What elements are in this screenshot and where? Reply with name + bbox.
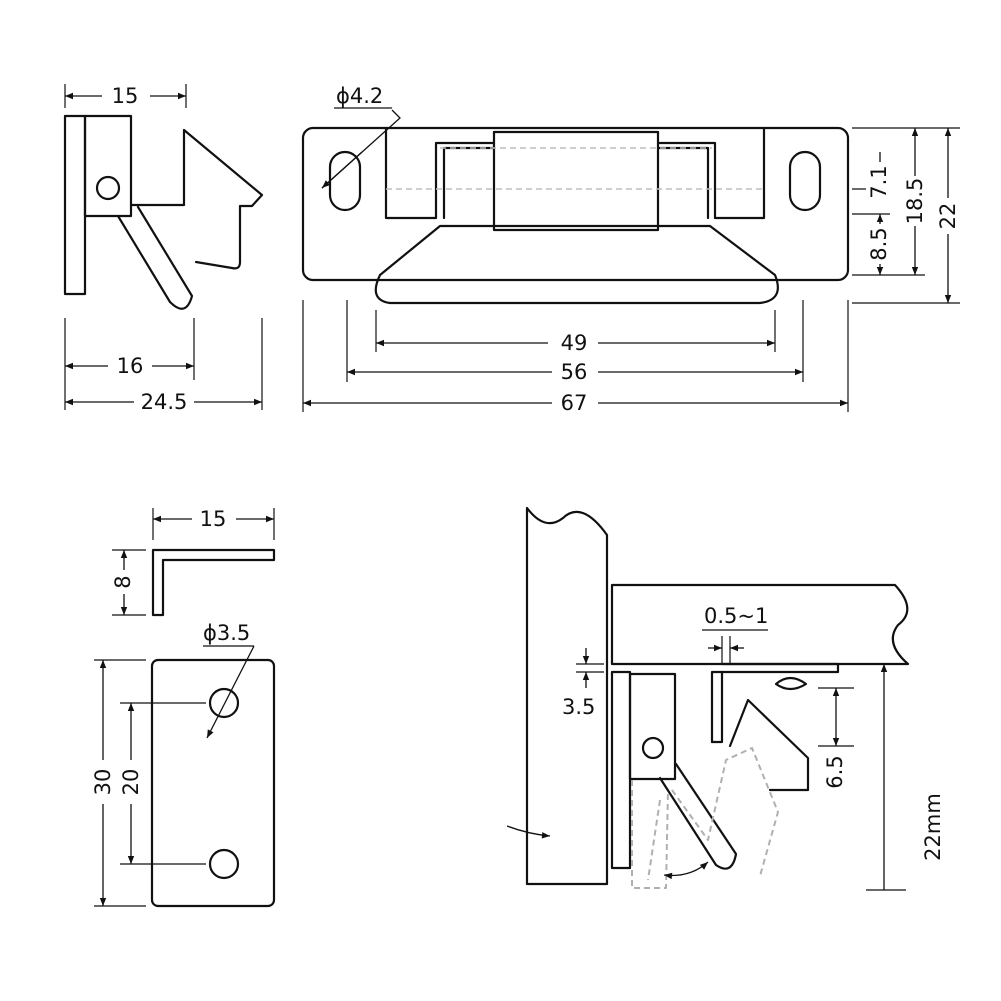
side-inner-width: 16 [117, 354, 144, 378]
install-height: 22mm [921, 793, 945, 861]
bracket-flange-width: 15 [200, 507, 227, 531]
side-view: 15 16 24.5 [63, 84, 264, 414]
front-w1: 49 [561, 331, 588, 355]
front-h2: 8.5 [867, 227, 891, 260]
bracket-flange-height: 8 [111, 575, 135, 588]
bracket-hole-dia: ϕ3.5 [203, 621, 250, 645]
front-w3: 67 [561, 391, 588, 415]
bracket-view: 15 8 ϕ3.5 30 20 [90, 507, 276, 908]
front-view: ϕ4.2 49 56 67 7.1 8.5 18.5 22 [301, 84, 961, 416]
front-h3: 18.5 [903, 178, 927, 225]
front-hole-dia: ϕ4.2 [336, 84, 383, 108]
bracket-hole-spacing: 20 [119, 769, 143, 796]
front-w2: 56 [561, 360, 588, 384]
side-total-width: 24.5 [141, 390, 188, 414]
install-gap: 0.5~1 [704, 604, 768, 628]
install-offset: 3.5 [562, 695, 595, 719]
install-drop: 6.5 [823, 755, 847, 788]
install-view: 0.5~1 3.5 6.5 22mm [506, 506, 946, 891]
bracket-height: 30 [91, 769, 115, 796]
side-top-width: 15 [112, 84, 139, 108]
front-h4: 22 [936, 203, 960, 230]
front-h1: 7.1 [867, 165, 891, 198]
